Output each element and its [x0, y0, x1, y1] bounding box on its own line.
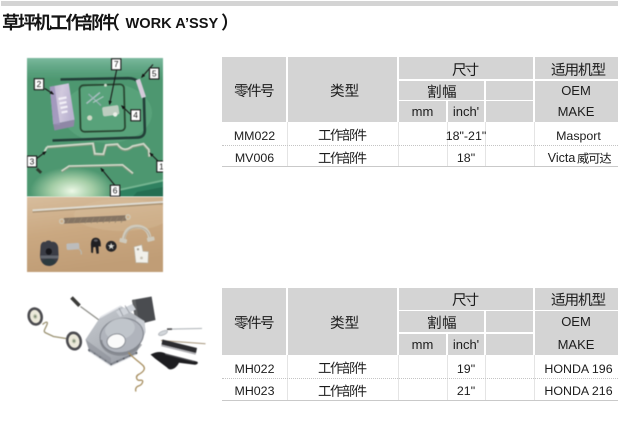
svg-text:4: 4	[133, 110, 138, 120]
svg-text:5: 5	[151, 68, 156, 78]
svg-text:1: 1	[159, 161, 163, 171]
svg-text:7: 7	[113, 59, 118, 69]
svg-text:6: 6	[112, 186, 117, 196]
svg-text:3: 3	[29, 156, 34, 166]
svg-text:2: 2	[36, 79, 41, 89]
